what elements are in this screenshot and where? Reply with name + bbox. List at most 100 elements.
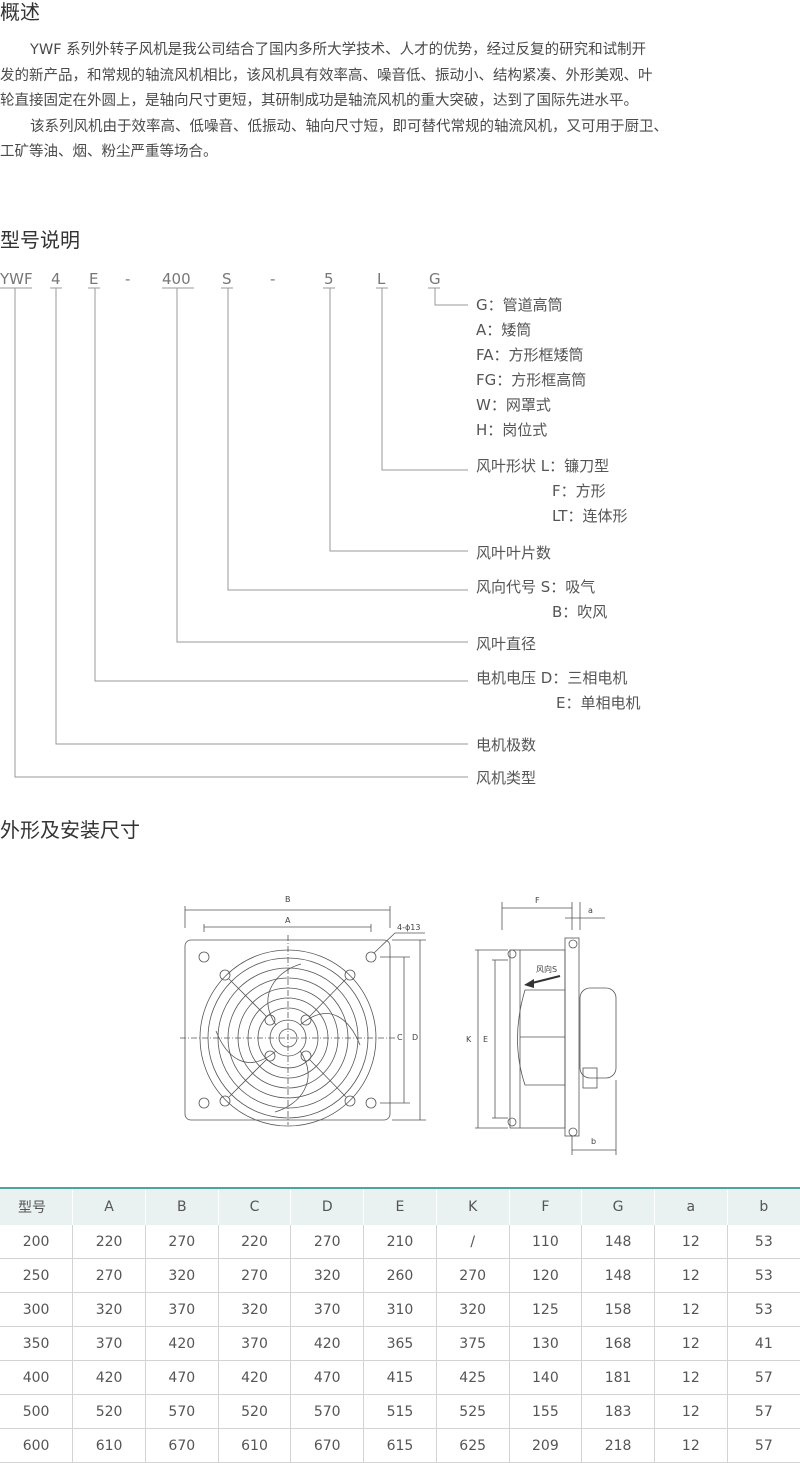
col-header: E <box>363 1187 437 1225</box>
col-header: D <box>290 1187 364 1225</box>
table-cell: 181 <box>581 1360 655 1395</box>
annotation-casing: W：网罩式 <box>476 396 551 414</box>
table-cell: 420 <box>144 1326 219 1361</box>
table-cell: 320 <box>217 1292 292 1327</box>
code-part-voltage: E <box>89 270 98 288</box>
annotation-casing: FG：方形框高筒 <box>476 371 586 389</box>
table-cell: 12 <box>653 1360 728 1395</box>
table-header-row: 型号 A B C D E K F G a b <box>0 1187 800 1225</box>
table-cell: / <box>435 1225 510 1259</box>
table-cell: 570 <box>290 1394 365 1429</box>
table-cell: 375 <box>435 1326 510 1361</box>
overview-line: 该系列风机由于效率高、低噪音、低振动、轴向尺寸短，即可替代常规的轴流风机，又可用… <box>30 118 668 135</box>
table-cell: 370 <box>144 1292 219 1327</box>
table-cell: 500 <box>0 1394 74 1429</box>
table-cell: 320 <box>435 1292 510 1327</box>
col-header: F <box>508 1187 582 1225</box>
code-part-casing: G <box>429 270 441 288</box>
overview-title: 概述 <box>0 0 40 24</box>
code-part-type: YWF <box>0 270 33 288</box>
code-part-direction: S <box>222 270 232 288</box>
front-view <box>180 906 426 1127</box>
annotation-blade-shape: LT：连体形 <box>552 507 627 525</box>
code-part-dash: - <box>125 270 130 288</box>
table-cell: 420 <box>290 1326 365 1361</box>
table-cell: 12 <box>653 1292 728 1327</box>
dim-label-D: D <box>412 1033 418 1042</box>
table-cell: 270 <box>144 1225 219 1259</box>
overview-line: 轮直接固定在外圆上，是轴向尺寸更短，其研制成功是轴流风机的重大突破，达到了国际先… <box>0 93 638 109</box>
model-code-diagram: YWF 4 E - 400 S - 5 L G G：管道高筒 A：矮筒 FA：方… <box>0 270 640 787</box>
dim-label-F: F <box>535 896 540 905</box>
table-cell: 53 <box>726 1225 800 1259</box>
annotation-voltage: 电机电压 D：三相电机 <box>476 669 627 687</box>
table-cell: 53 <box>726 1258 800 1293</box>
table-cell: 670 <box>144 1428 219 1463</box>
table-cell: 350 <box>0 1326 74 1361</box>
table-cell: 365 <box>363 1326 437 1361</box>
code-part-blade-shape: L <box>377 270 386 288</box>
dim-label-A: A <box>285 916 291 925</box>
annotation-casing: FA：方形框矮筒 <box>476 346 584 364</box>
table-cell: 470 <box>290 1360 365 1395</box>
table-cell: 625 <box>435 1428 510 1463</box>
table-cell: 270 <box>290 1225 365 1259</box>
table-cell: 12 <box>653 1225 728 1259</box>
overview-line: 发的新产品，和常规的轴流风机相比，该风机具有效率高、噪音低、振动小、结构紧凑、外… <box>0 67 653 84</box>
table-cell: 670 <box>290 1428 365 1463</box>
table-cell: 120 <box>508 1258 583 1293</box>
annotation-direction: B：吹风 <box>552 603 607 621</box>
table-cell: 220 <box>72 1225 146 1259</box>
dim-label-hole: 4-ϕ13 <box>397 923 420 932</box>
table-cell: 470 <box>144 1360 219 1395</box>
table-cell: 270 <box>435 1258 510 1293</box>
annotation-direction: 风向代号 S：吸气 <box>476 578 595 596</box>
dim-label-E: E <box>483 1035 488 1044</box>
table-cell: 525 <box>435 1394 510 1429</box>
fan-dimension-drawing: B A 4-ϕ13 C D F a K E 风向S b <box>180 895 617 1155</box>
table-cell: 425 <box>435 1360 510 1395</box>
code-part-diameter: 400 <box>162 270 191 288</box>
side-view <box>475 902 617 1155</box>
dim-label-b: b <box>591 1137 596 1146</box>
col-header: b <box>726 1187 800 1225</box>
dimensions-title: 外形及安装尺寸 <box>0 818 140 842</box>
wind-arrow-head-icon <box>524 979 534 988</box>
table-cell: 370 <box>72 1326 146 1361</box>
dim-label-B: B <box>285 895 291 904</box>
table-cell: 260 <box>363 1258 437 1293</box>
table-cell: 209 <box>508 1428 583 1463</box>
table-cell: 570 <box>144 1394 219 1429</box>
col-header: A <box>72 1187 146 1225</box>
code-part-poles: 4 <box>51 270 61 288</box>
dim-label-C: C <box>397 1033 403 1042</box>
annotation-diameter: 风叶直径 <box>476 635 536 653</box>
col-header: G <box>581 1187 655 1225</box>
code-part-dash: - <box>270 270 275 288</box>
annotation-blade-shape: F：方形 <box>552 482 606 500</box>
overview-line: YWF 系列外转子风机是我公司结合了国内多所大学技术、人才的优势，经过反复的研究… <box>30 42 647 58</box>
annotation-casing: A：矮筒 <box>476 321 531 339</box>
table-cell: 600 <box>0 1428 74 1463</box>
annotation-casing: G：管道高筒 <box>476 296 563 314</box>
table-cell: 615 <box>363 1428 437 1463</box>
table-cell: 57 <box>726 1394 800 1429</box>
table-cell: 155 <box>508 1394 583 1429</box>
table-cell: 148 <box>581 1225 655 1259</box>
col-header: K <box>435 1187 510 1225</box>
table-cell: 130 <box>508 1326 583 1361</box>
table-cell: 520 <box>217 1394 292 1429</box>
table-cell: 12 <box>653 1258 728 1293</box>
annotation-blade-count: 风叶叶片数 <box>476 544 551 562</box>
table-cell: 420 <box>72 1360 146 1395</box>
table-cell: 200 <box>0 1225 74 1259</box>
annotation-voltage: E：单相电机 <box>556 694 640 712</box>
table-cell: 125 <box>508 1292 583 1327</box>
